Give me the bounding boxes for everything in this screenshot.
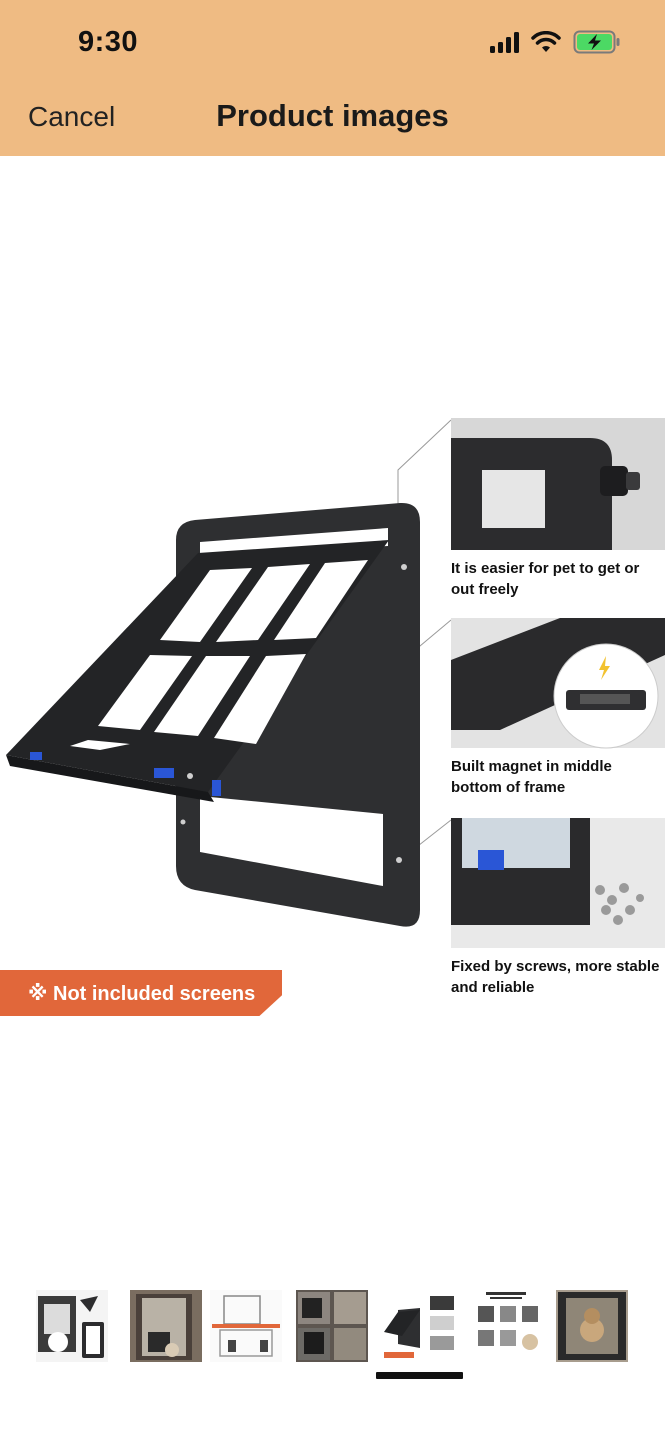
thumbnail[interactable] — [36, 1290, 108, 1362]
feature-caption: Fixed by screws, more stable and reliabl… — [451, 958, 660, 996]
banner-text: ※ Not included screens — [28, 982, 256, 1005]
status-time: 9:30 — [78, 26, 139, 58]
page-title: Product images — [216, 98, 449, 133]
thumbnail[interactable] — [130, 1290, 202, 1362]
thumbnail[interactable] — [556, 1290, 628, 1362]
thumbnail[interactable] — [470, 1290, 542, 1362]
thumbnail[interactable] — [210, 1290, 282, 1362]
not-included-banner: ※ Not included screens — [0, 970, 282, 1016]
wifi-icon — [531, 31, 561, 52]
feature-photo-screws — [451, 818, 665, 948]
battery-charging-icon — [573, 30, 620, 54]
pet-door-illustration — [6, 418, 665, 948]
cellular-signal-icon — [490, 31, 519, 53]
feature-caption: It is easier for pet to get or out freel… — [451, 560, 640, 598]
feature-photo-magnet — [451, 618, 665, 749]
feature-photo-flap-pivot — [451, 418, 665, 550]
cancel-button[interactable]: Cancel — [28, 101, 116, 132]
feature-caption: Built magnet in middle bottom of frame — [451, 758, 612, 796]
status-icons — [490, 30, 621, 54]
header-bar: 9:30 Cancel Product images — [0, 0, 665, 156]
thumbnail-strip — [0, 1290, 665, 1370]
thumbnail-selected-indicator — [376, 1372, 463, 1379]
thumbnail[interactable] — [384, 1290, 456, 1362]
thumbnail[interactable] — [296, 1290, 368, 1362]
